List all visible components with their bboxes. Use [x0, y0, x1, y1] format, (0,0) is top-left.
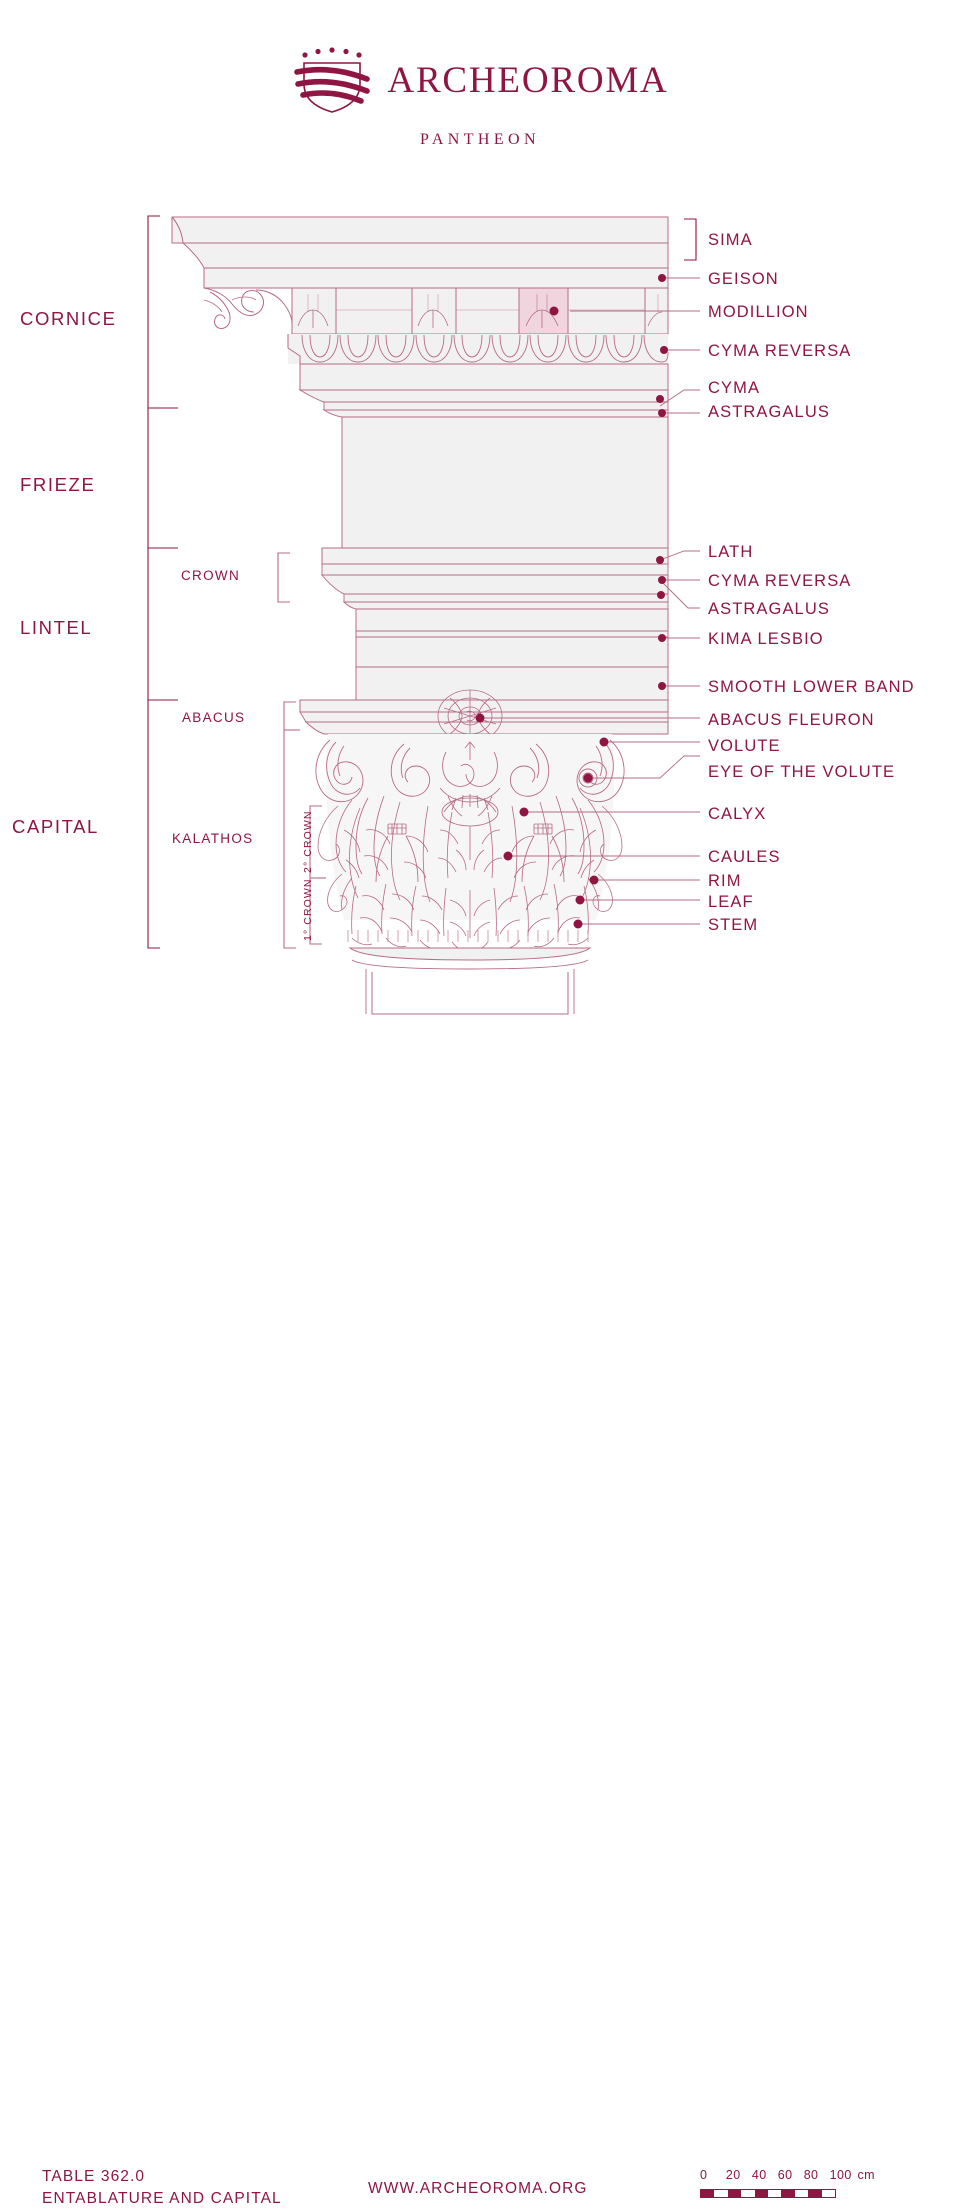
label-rim: RIM [708, 872, 742, 890]
website-url[interactable]: WWW.ARCHEOROMA.ORG [368, 2180, 588, 2197]
brand-wordmark: ARCHEOROMA [387, 59, 669, 101]
left-bracket-system [147, 215, 178, 949]
frieze-group [341, 416, 669, 549]
cornice-group [171, 216, 669, 418]
table-title: ENTABLATURE AND CAPITAL [42, 2190, 282, 2208]
label-volute: VOLUTE [708, 737, 781, 755]
scale-tick-40: 40 [751, 2168, 767, 2182]
sub-label-crown: CROWN [181, 568, 240, 583]
brand-lockup: ARCHEOROMA [0, 46, 960, 114]
cyma-reversa-band [287, 334, 669, 365]
label-calyx: CALYX [708, 805, 767, 823]
scale-segment [821, 2190, 836, 2197]
acanthus-second-crown [317, 801, 623, 903]
sub-label-kalathos: KALATHOS [172, 831, 254, 846]
label-geison: GEISON [708, 270, 779, 288]
leader-dots [475, 274, 668, 929]
page-footer: TABLE 362.0 ENTABLATURE AND CAPITAL WWW.… [0, 1070, 960, 2207]
scale-segment [714, 2190, 728, 2197]
page-subtitle: PANTHEON [420, 131, 540, 148]
section-label-capital: CAPITAL [12, 816, 99, 837]
architectural-drawing: CORNICE FRIEZE LINTEL CAPITAL CROWN ABAC… [12, 215, 915, 1015]
crown-sub-bracket [277, 552, 290, 603]
scale-segment [794, 2190, 809, 2197]
table-number: TABLE 362.0 [42, 2168, 146, 2185]
scale-segment [754, 2190, 769, 2197]
label-astragalus-cornice: ASTRAGALUS [708, 403, 830, 421]
scale-segment [768, 2190, 782, 2197]
label-astragalus-lintel: ASTRAGALUS [708, 600, 830, 618]
scale-tick-100: 100 [829, 2168, 852, 2182]
capital-group [299, 689, 669, 1015]
scale-tick-0: 0 [700, 2168, 708, 2182]
table-caption: TABLE 362.0 ENTABLATURE AND CAPITAL [42, 2166, 282, 2211]
volutes [315, 739, 625, 803]
scale-tick-80: 80 [803, 2168, 819, 2182]
entablature-capital-svg [147, 215, 700, 1015]
label-caules: CAULES [708, 848, 781, 866]
scale-segment [781, 2190, 795, 2197]
scale-tick-20: 20 [725, 2168, 741, 2182]
scale-bar-graphic [700, 2189, 836, 2198]
abacus-kalathos-bracket [283, 701, 300, 949]
lintel-group [320, 547, 669, 701]
section-label-frieze: FRIEZE [20, 474, 96, 495]
label-cyma: CYMA [708, 379, 761, 397]
label-kima-lesbio: KIMA LESBIO [708, 630, 824, 648]
crown-order-brackets [309, 805, 326, 945]
scale-segment [727, 2190, 742, 2197]
scale-unit: cm [857, 2168, 875, 2182]
scale-bar: 0 20 40 60 80 100 cm [700, 2168, 875, 2198]
scale-tick-labels: 0 20 40 60 80 100 cm [700, 2168, 875, 2182]
scale-segment [741, 2190, 755, 2197]
label-cyma-reversa-lintel: CYMA REVERSA [708, 572, 852, 590]
section-label-cornice: CORNICE [20, 308, 117, 329]
scale-segment [808, 2190, 822, 2197]
label-sima: SIMA [708, 231, 753, 249]
rotated-label-second-crown: 2° CROWN [302, 810, 314, 873]
crown-shield-icon [294, 47, 371, 113]
scale-segment [701, 2190, 715, 2197]
label-stem: STEM [708, 916, 759, 934]
sub-label-abacus: ABACUS [182, 710, 246, 725]
console-scroll [203, 287, 293, 329]
label-lath: LATH [708, 543, 754, 561]
section-label-lintel: LINTEL [20, 617, 93, 638]
label-cyma-reversa-cornice: CYMA REVERSA [708, 342, 852, 360]
label-modillion: MODILLION [708, 303, 809, 321]
modillion-highlighted [518, 287, 569, 335]
label-smooth-lower-band: SMOOTH LOWER BAND [708, 678, 915, 696]
label-eye-of-the-volute: EYE OF THE VOLUTE [708, 763, 896, 781]
page-header: ARCHEOROMA PANTHEON [0, 0, 960, 149]
label-leaf: LEAF [708, 893, 754, 911]
scale-tick-60: 60 [777, 2168, 793, 2182]
rotated-label-first-crown: 1° CROWN [302, 878, 314, 941]
right-leader-lines [480, 218, 700, 925]
label-abacus-fleuron: ABACUS FLEURON [708, 711, 875, 729]
